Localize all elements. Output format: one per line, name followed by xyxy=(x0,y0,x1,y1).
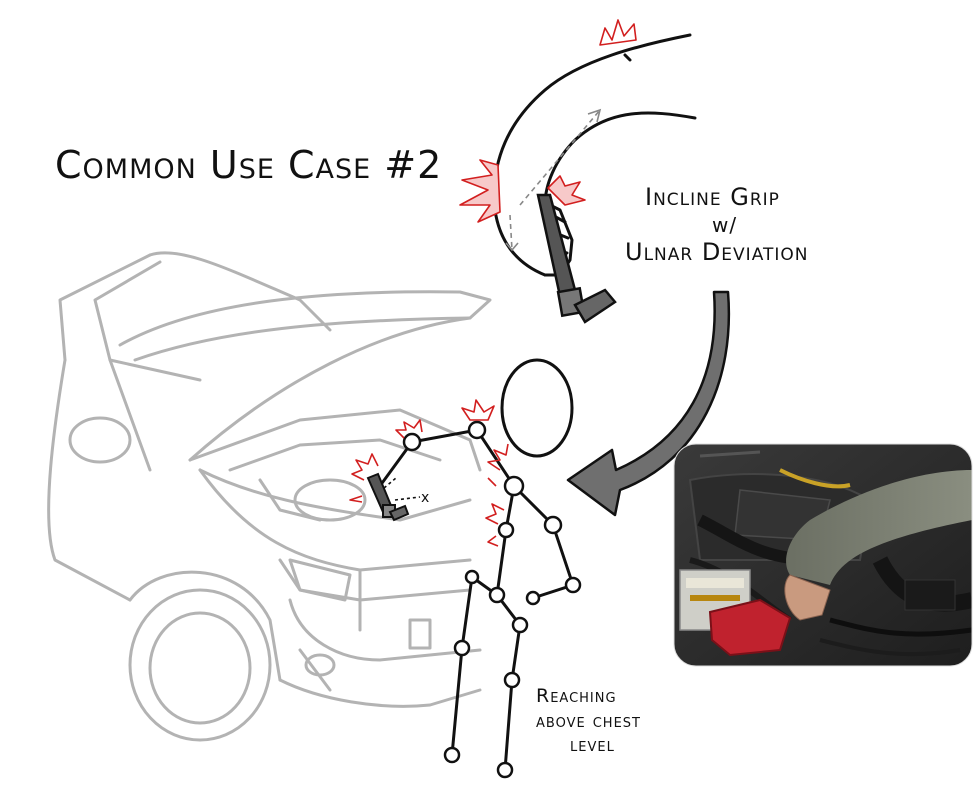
grip-label-line2: w/ xyxy=(712,213,737,237)
grip-label-line3: Ulnar Deviation xyxy=(625,238,809,266)
title: Common Use Case #2 xyxy=(55,143,442,187)
engine-photo xyxy=(674,444,972,666)
pain-burst-figure-shoulder xyxy=(462,400,494,420)
ratchet-tool xyxy=(538,195,615,322)
reach-label: Reaching above chest level xyxy=(536,685,641,756)
small-axis-marker xyxy=(384,478,420,500)
pain-burst-elbow xyxy=(460,160,500,222)
pain-burst-wrist xyxy=(548,176,585,205)
small-ratchet-tool xyxy=(368,474,408,520)
grip-label-line1: Incline Grip xyxy=(645,183,780,211)
pain-burst-shoulder xyxy=(600,20,636,45)
reach-label-line1: Reaching xyxy=(536,685,617,707)
grip-label: Incline Grip w/ Ulnar Deviation xyxy=(625,183,809,266)
axis-label: x xyxy=(421,490,430,506)
reach-label-line2: above chest xyxy=(536,710,641,732)
reach-label-line3: level xyxy=(570,734,615,756)
